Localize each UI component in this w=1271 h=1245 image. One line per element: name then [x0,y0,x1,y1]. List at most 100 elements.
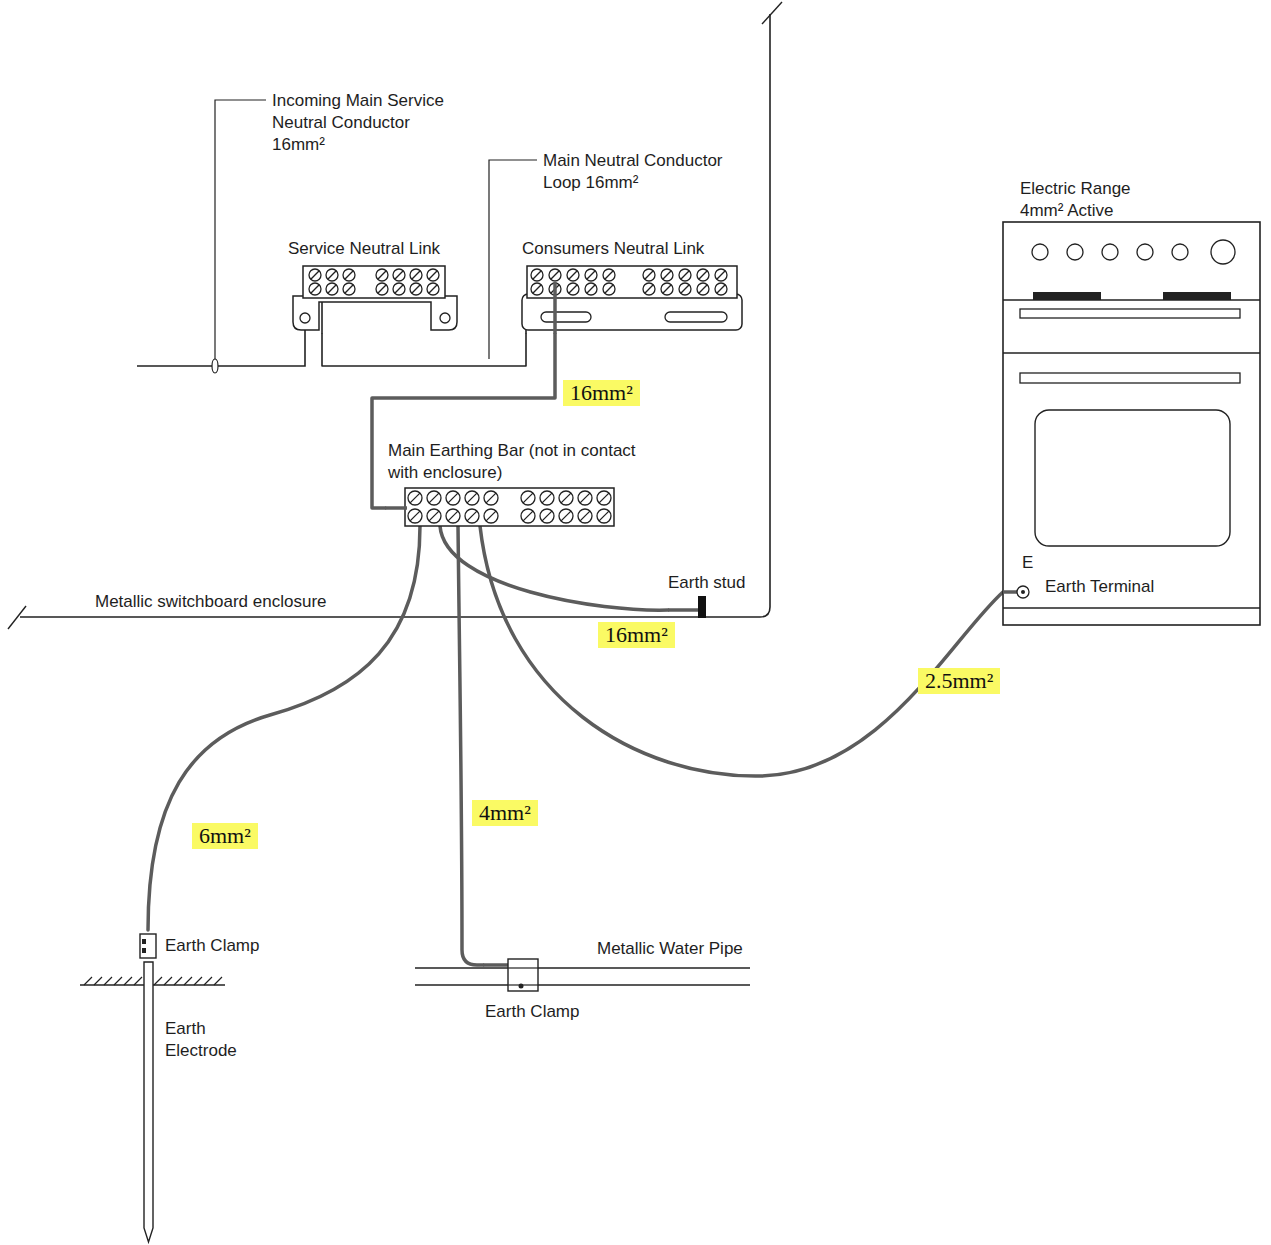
screw-slot [605,285,613,293]
screw-slot [561,493,571,503]
earth-clamp-symbol [140,934,156,958]
terminal-block [303,266,445,298]
break-mark [762,2,782,24]
screw-slot [395,285,403,293]
earth-conductor [148,526,420,930]
text-holder: 6mm² [192,823,258,849]
clamp-bolt [142,948,146,953]
text-holder: Service Neutral Link [288,238,440,260]
screw-slot [580,511,590,521]
screw-slot [599,511,609,521]
earth-stud: Earth stud [668,572,750,620]
stud-label: Earth stud [668,572,746,594]
terminal-screw [410,283,422,295]
screw-slot [328,285,336,293]
terminal-screw [343,269,355,281]
earth-terminal [1017,586,1029,598]
text-holder: Consumers Neutral Link [522,238,704,260]
screw-slot [542,511,552,521]
terminal-label: Earth Terminal [1045,576,1154,598]
terminal-screw [465,491,479,505]
link-label: Service Neutral Link [288,238,440,260]
conductor-size: 2.5mm² [918,668,1000,694]
annotation: Earth Electrode [165,1018,260,1062]
earth-electrode-rod [144,962,153,1242]
earth-conductor [458,526,483,965]
terminal-screw [643,283,655,295]
terminal-screw [643,269,655,281]
terminal-screw [540,509,554,523]
range-body [1003,222,1260,625]
mounting-slot [541,312,591,322]
terminal-screw [484,509,498,523]
screw-slot [378,271,386,279]
pipe-line [508,967,538,968]
screw-slot [681,271,689,279]
earth-wire-stub [385,506,407,510]
leader-marker [212,359,218,373]
clamp-bolt [519,984,524,989]
screw-slot [533,271,541,279]
control-knob [1032,244,1048,260]
annotation: Metallic switchboard enclosure [95,591,327,613]
clamp-label: Earth Clamp [165,935,259,957]
earth-wire-stub [483,963,508,967]
screw-slot [429,271,437,279]
text-holder: 16mm² [598,622,675,648]
hotplate [1163,292,1231,300]
earth-stud-symbol [698,596,706,618]
screw-slot [645,285,653,293]
text-holder: 16mm² [563,380,640,406]
electric-range: Electric Range 4mm² ActiveEEarth Termina… [1003,178,1261,626]
drawer-handle [1020,309,1240,318]
terminal-screw [309,283,321,295]
screw-slot [587,285,595,293]
bar-label: Main Earthing Bar (not in contact with e… [388,440,638,484]
screw-slot [429,285,437,293]
annotation: Metallic Water Pipe [597,938,743,960]
screw-slot [378,285,386,293]
terminal-screw [597,509,611,523]
screw-slot [429,493,439,503]
terminal-screw [343,283,355,295]
screw-slot [542,493,552,503]
screw-slot [587,271,595,279]
break-mark [8,606,26,629]
earth-clamp-symbol [508,959,538,991]
water-pipe [415,984,750,986]
earth-clamp: Earth Clamp [483,955,603,1026]
screw-slot [533,285,541,293]
terminal-screw [549,269,561,281]
terminal-screw [427,269,439,281]
terminal-screw [465,509,479,523]
screw-slot [605,271,613,279]
conductor-size: 6mm² [192,823,258,849]
text-holder: 2.5mm² [918,668,1000,694]
terminal-screw [326,269,338,281]
terminal-screw [578,491,592,505]
panel-line [1003,352,1260,353]
terminal-screw [679,283,691,295]
terminal-screw [697,283,709,295]
screw-slot [523,511,533,521]
screw-slot [699,285,707,293]
screw-slot [448,511,458,521]
text-holder: Main Earthing Bar (not in contact with e… [388,440,638,484]
annotation: Main Neutral Conductor Loop 16mm² [543,150,758,194]
screw-slot [580,493,590,503]
screw-slot [467,493,477,503]
terminal-screw [559,509,573,523]
screw-slot [345,271,353,279]
terminal-screw [393,283,405,295]
terminal-screw [427,491,441,505]
terminal-screw [309,269,321,281]
control-knob [1067,244,1083,260]
consumers-neutral-link: Consumers Neutral Link [515,238,747,334]
text-holder: 4mm² [472,800,538,826]
terminal-screw [521,491,535,505]
main-earthing-bar: Main Earthing Bar (not in contact with e… [385,440,691,526]
terminal-screw [661,283,673,295]
terminal-screw [661,269,673,281]
terminal-screw [567,269,579,281]
link-label: Consumers Neutral Link [522,238,704,260]
